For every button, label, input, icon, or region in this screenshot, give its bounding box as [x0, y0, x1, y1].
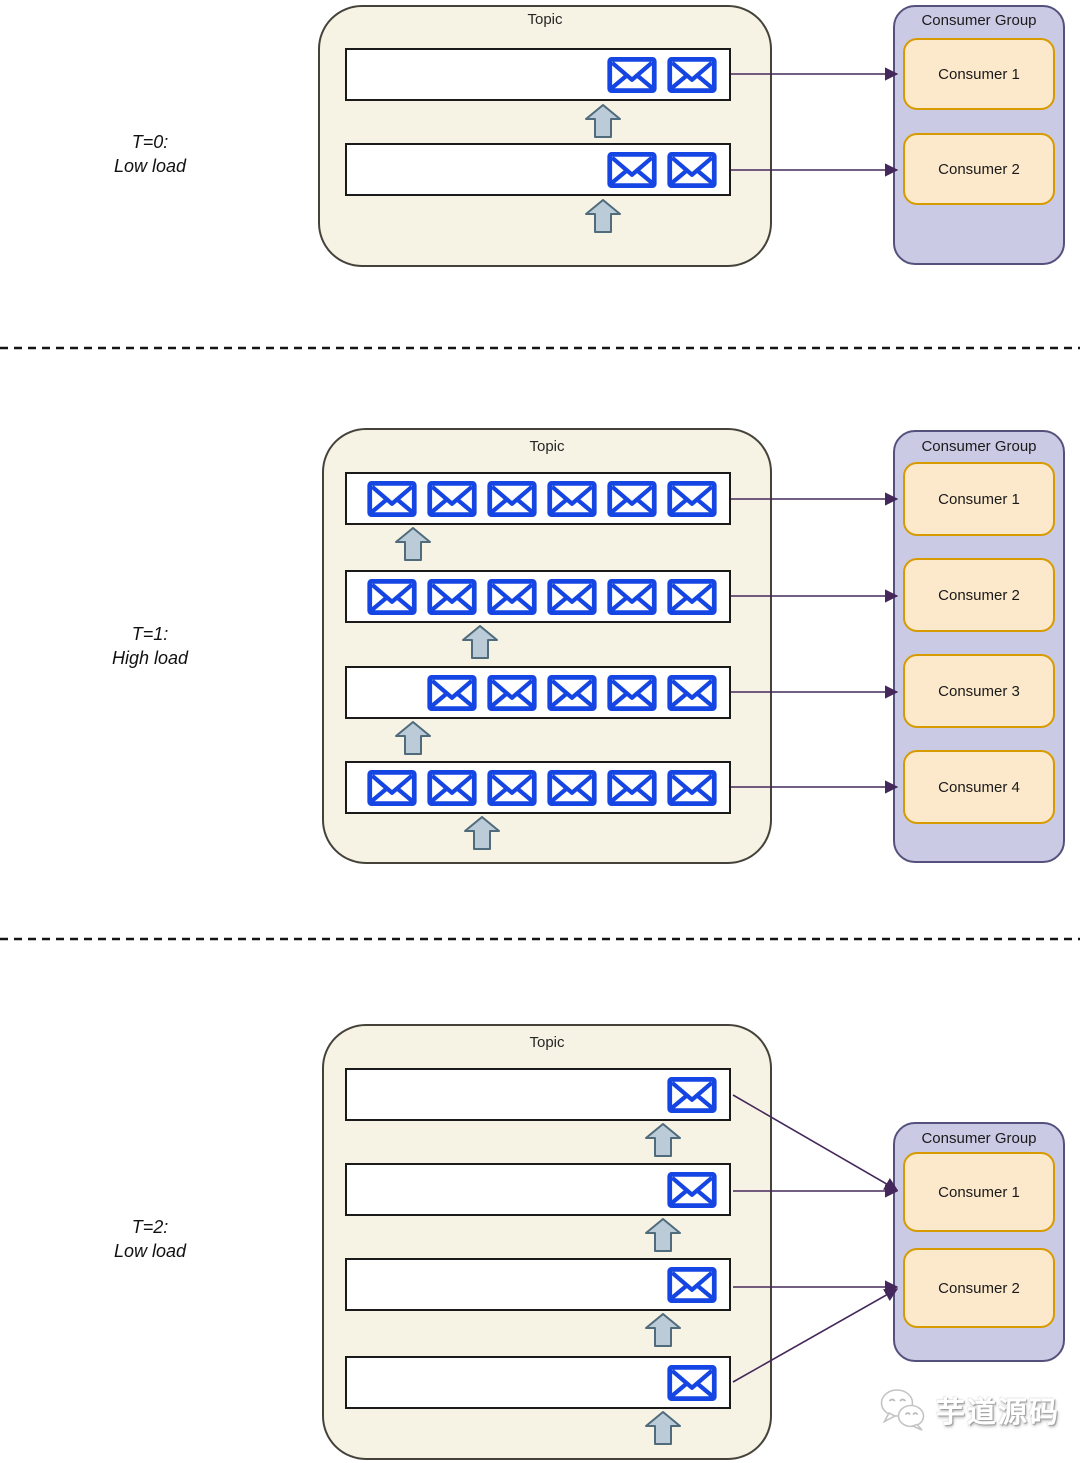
topic-partition	[345, 1258, 731, 1311]
produce-arrow-icon	[395, 527, 431, 561]
consumer-label: Consumer 1	[938, 1183, 1020, 1201]
message-envelope-icon	[487, 674, 537, 711]
message-envelope-icon	[607, 674, 657, 711]
message-envelope-icon	[607, 151, 657, 188]
consumer-label: Consumer 2	[938, 586, 1020, 604]
time-label-t2: T=2: Low load	[55, 1215, 245, 1263]
produce-arrow-icon	[645, 1313, 681, 1347]
consumer-box: Consumer 1	[903, 38, 1055, 110]
produce-arrow-icon	[395, 721, 431, 755]
topic-partition	[345, 761, 731, 814]
message-envelope-icon	[487, 578, 537, 615]
message-envelope-icon	[607, 769, 657, 806]
topic-title-t1: Topic	[529, 438, 565, 455]
message-envelope-icon	[667, 1266, 717, 1303]
message-envelope-icon	[367, 578, 417, 615]
consumer-box: Consumer 2	[903, 1248, 1055, 1328]
topic-partition	[345, 570, 731, 623]
message-envelope-icon	[667, 578, 717, 615]
message-envelope-icon	[367, 769, 417, 806]
topic-partition	[345, 48, 731, 101]
message-envelope-icon	[667, 1364, 717, 1401]
consumer-box: Consumer 1	[903, 1152, 1055, 1232]
time-label-t1: T=1: High load	[55, 622, 245, 670]
message-envelope-icon	[427, 480, 477, 517]
produce-arrow-icon	[585, 199, 621, 233]
topic-partition	[345, 1068, 731, 1121]
consumer-group-title-t2: Consumer Group	[921, 1130, 1037, 1147]
consumer-label: Consumer 2	[938, 1279, 1020, 1297]
time-label-line1: T=1:	[131, 624, 169, 644]
topic-title-t0: Topic	[527, 11, 563, 28]
message-envelope-icon	[607, 578, 657, 615]
message-envelope-icon	[667, 674, 717, 711]
topic-partition	[345, 472, 731, 525]
produce-arrow-icon	[645, 1123, 681, 1157]
time-label-line2: High load	[111, 648, 189, 668]
time-label-line2: Low load	[113, 1241, 187, 1261]
message-envelope-icon	[667, 1171, 717, 1208]
message-envelope-icon	[667, 1076, 717, 1113]
message-envelope-icon	[547, 578, 597, 615]
topic-partition	[345, 1163, 731, 1216]
message-envelope-icon	[487, 480, 537, 517]
time-label-line1: T=0:	[131, 132, 169, 152]
topic-box-t0	[318, 5, 772, 267]
consumer-box: Consumer 1	[903, 462, 1055, 536]
message-envelope-icon	[427, 769, 477, 806]
message-envelope-icon	[427, 578, 477, 615]
message-envelope-icon	[487, 769, 537, 806]
message-envelope-icon	[607, 56, 657, 93]
time-label-line1: T=2:	[131, 1217, 169, 1237]
consumer-box: Consumer 4	[903, 750, 1055, 824]
message-envelope-icon	[547, 769, 597, 806]
topic-partition	[345, 666, 731, 719]
consumer-label: Consumer 3	[938, 682, 1020, 700]
watermark-text: 芋道源码	[936, 1397, 1061, 1429]
message-envelope-icon	[367, 480, 417, 517]
consumer-box: Consumer 2	[903, 558, 1055, 632]
consumer-box: Consumer 2	[903, 133, 1055, 205]
topic-partition	[345, 143, 731, 196]
consumer-label: Consumer 1	[938, 65, 1020, 83]
consumer-label: Consumer 2	[938, 160, 1020, 178]
consumer-group-title-t1: Consumer Group	[921, 438, 1037, 455]
wechat-icon	[880, 1389, 925, 1431]
watermark: 芋道源码	[879, 1388, 1060, 1432]
consumer-group-title-t0: Consumer Group	[921, 12, 1037, 29]
message-envelope-icon	[667, 480, 717, 517]
time-label-line2: Low load	[113, 156, 187, 176]
produce-arrow-icon	[645, 1411, 681, 1445]
message-envelope-icon	[667, 56, 717, 93]
produce-arrow-icon	[462, 625, 498, 659]
consumer-label: Consumer 1	[938, 490, 1020, 508]
message-envelope-icon	[427, 674, 477, 711]
message-envelope-icon	[667, 769, 717, 806]
message-envelope-icon	[667, 151, 717, 188]
consumer-label: Consumer 4	[938, 778, 1020, 796]
consumer-box: Consumer 3	[903, 654, 1055, 728]
topic-partition	[345, 1356, 731, 1409]
topic-title-t2: Topic	[529, 1034, 565, 1051]
produce-arrow-icon	[464, 816, 500, 850]
time-label-t0: T=0: Low load	[55, 130, 245, 178]
message-envelope-icon	[607, 480, 657, 517]
produce-arrow-icon	[645, 1218, 681, 1252]
produce-arrow-icon	[585, 104, 621, 138]
message-envelope-icon	[547, 674, 597, 711]
message-envelope-icon	[547, 480, 597, 517]
